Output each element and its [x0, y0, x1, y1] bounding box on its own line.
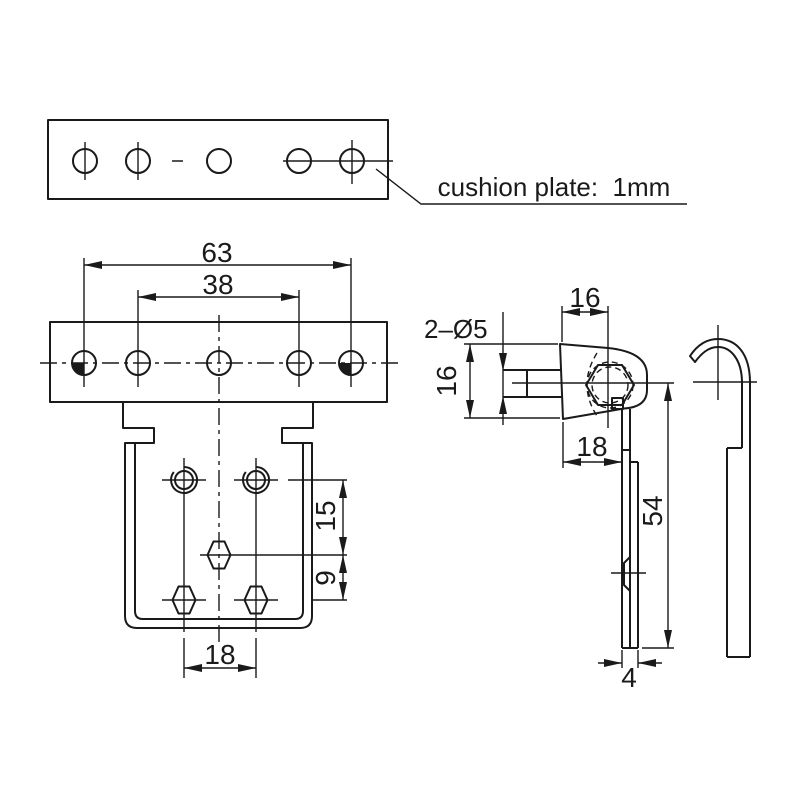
dim-line-16-left	[464, 343, 560, 419]
hole-extension-lines	[83, 258, 352, 387]
hook-crosshair	[693, 325, 757, 400]
hex-crosshairs-and-extensions	[162, 479, 347, 601]
arrowhead	[604, 659, 622, 667]
arrowhead	[562, 308, 580, 316]
hook-profile-view	[689, 325, 757, 658]
side-view: 16 2–Ø5 16 18 54 4	[424, 282, 674, 693]
arrowhead	[499, 353, 507, 371]
body-outer-outline	[122, 402, 314, 629]
plate-hole	[206, 148, 232, 174]
arrowhead	[604, 458, 622, 466]
hole-centerlines	[84, 140, 393, 184]
cushion-plate-outline	[47, 119, 389, 200]
dim-9-label: 9	[310, 570, 341, 586]
arm-detent-bump	[623, 556, 631, 592]
arrowhead	[563, 458, 581, 466]
hole-column-centerlines	[183, 458, 257, 632]
dim-38-label: 38	[202, 269, 233, 300]
hidden-circle-outer	[586, 361, 634, 409]
arrowhead	[138, 293, 156, 301]
arrowhead	[184, 664, 202, 672]
hook-curve	[689, 338, 751, 384]
keyway-rect	[611, 397, 624, 410]
hole-quadrant-fill	[339, 363, 351, 375]
dim-18-side-label: 18	[576, 431, 607, 462]
dim-line-54	[642, 383, 674, 649]
hex-nut-outline	[585, 364, 635, 406]
note-2-dia5-label: 2–Ø5	[424, 314, 488, 344]
dim-line-4	[598, 650, 662, 668]
top-view-cushion-plate: cushion plate: 1mm	[47, 119, 687, 205]
dim-4-label: 4	[621, 662, 637, 693]
arrowhead	[339, 555, 347, 573]
arrowhead	[238, 664, 256, 672]
arrowhead	[339, 582, 347, 600]
dim-18-front-label: 18	[204, 639, 235, 670]
dim-16-top-label: 16	[569, 282, 600, 313]
arrowhead	[281, 293, 299, 301]
callout-leader-line	[375, 168, 687, 205]
cam-head-outline	[559, 343, 648, 420]
front-view: 63 38 15 9 18	[40, 237, 398, 678]
arrowhead	[499, 396, 507, 414]
arrowhead	[466, 400, 474, 418]
dim-15-label: 15	[310, 500, 341, 531]
arrowhead	[84, 261, 102, 269]
arrowhead	[466, 344, 474, 362]
dim-54-label: 54	[637, 495, 668, 526]
hole-quadrant-fill	[72, 363, 84, 375]
arrowhead	[333, 261, 351, 269]
body-inner-wall	[134, 443, 304, 620]
arrowhead	[590, 308, 608, 316]
rivet-hole-outer-arc	[242, 465, 271, 494]
dim-63-label: 63	[201, 237, 232, 268]
cushion-plate-callout: cushion plate: 1mm	[438, 172, 671, 202]
arrowhead	[638, 659, 656, 667]
dim-16-left-label: 16	[431, 365, 462, 396]
rivet-hole-outer-arc	[170, 465, 199, 494]
arrowhead	[339, 480, 347, 498]
arm-outline	[621, 409, 639, 649]
arrowhead	[664, 383, 672, 401]
hidden-circle-inner	[591, 366, 629, 404]
arrowhead	[664, 630, 672, 648]
arrowhead	[339, 537, 347, 555]
hook-stem-and-bar	[726, 383, 751, 658]
hidden-contour-arc	[586, 352, 598, 417]
